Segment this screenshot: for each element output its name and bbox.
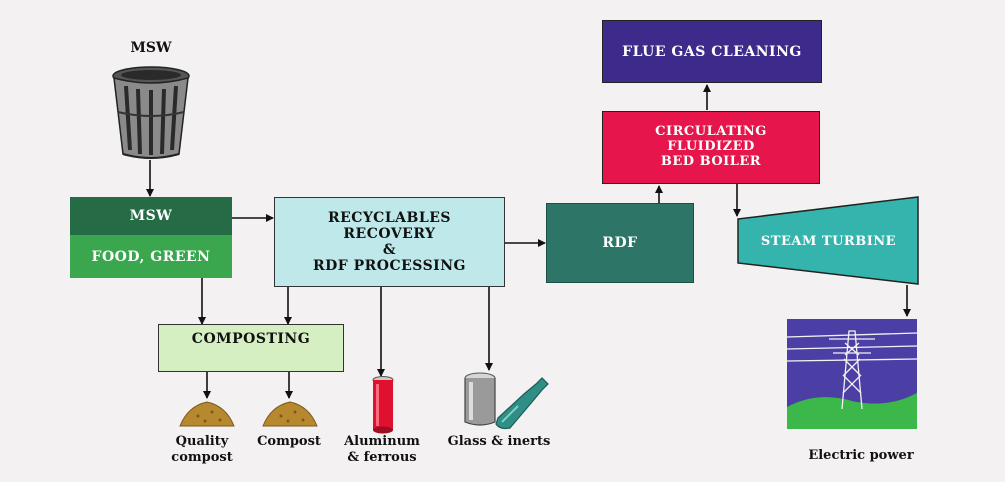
aluminum-ferrous-label: Aluminum & ferrous <box>344 434 420 466</box>
rdf-box: RDF <box>546 203 694 283</box>
recyclables-recovery-box: RECYCLABLES RECOVERY & RDF PROCESSING <box>274 197 505 287</box>
compost-pile-icon <box>262 401 318 427</box>
power-tower-icon <box>787 319 917 429</box>
cfb-boiler-box: CIRCULATING FLUIDIZED BED BOILER <box>602 111 820 184</box>
flue-gas-cleaning-box: FLUE GAS CLEANING <box>602 20 822 83</box>
msw-title: MSW <box>130 40 172 56</box>
quality-compost-label: Quality compost <box>171 434 233 466</box>
steam-turbine-label: STEAM TURBINE <box>760 233 897 249</box>
electric-power-label: Electric power <box>808 448 914 463</box>
compost-label: Compost <box>257 434 321 449</box>
trash-can-icon <box>112 66 190 159</box>
msw-box: MSW <box>70 197 232 235</box>
glass-bottle-icon <box>464 372 549 430</box>
glass-inerts-label: Glass & inerts <box>447 434 551 449</box>
steam-turbine-shape <box>737 196 919 285</box>
compost-pile-icon <box>179 401 235 427</box>
aluminum-can-icon <box>372 376 394 434</box>
food-green-box: FOOD, GREEN <box>70 235 232 278</box>
composting-box: COMPOSTING <box>158 324 344 372</box>
